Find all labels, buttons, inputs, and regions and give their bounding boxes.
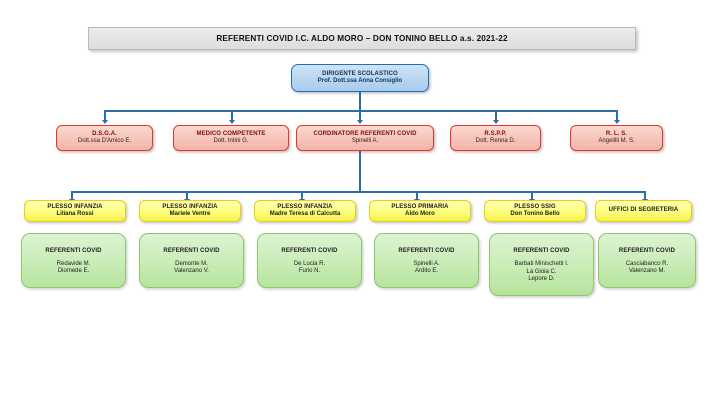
node-head: PLESSO INFANZIA [47, 203, 103, 210]
node-head: PLESSO INFANZIA [277, 203, 333, 210]
node-referenti-covid-uffici-segreteria[interactable]: REFERENTI COVID Casciabanco R. Valenzano… [598, 233, 696, 288]
node-names: Demonte M. Valenzano V. [174, 260, 209, 275]
node-plesso-infanzia-liliana-rossi[interactable]: PLESSO INFANZIA Liliana Rossi [24, 200, 126, 222]
node-dirigente-scolastico[interactable]: DIRIGENTE SCOLASTICO Prof. Dott.ssa Anna… [291, 64, 429, 92]
node-plesso-ssig-don-tonino-bello[interactable]: PLESSO SSIG Don Tonino Bello [484, 200, 586, 222]
node-sub: Madre Teresa di Calcutta [269, 211, 341, 217]
node-head: DIRIGENTE SCOLASTICO [322, 70, 398, 77]
node-sub: Prof. Dott.ssa Anna Consiglio [317, 78, 403, 84]
node-medico-competente[interactable]: MEDICO COMPETENTE Dott. Intini G. [173, 125, 289, 151]
connector-drop-rls [616, 110, 618, 121]
node-sub: Dott. Intini G. [213, 138, 249, 144]
node-rspp[interactable]: R.S.P.P. Dott. Renna D. [450, 125, 541, 151]
node-cordinatore-referenti-covid[interactable]: CORDINATORE REFERENTI COVID Spinelli A. [296, 125, 434, 151]
node-head: CORDINATORE REFERENTI COVID [313, 130, 417, 137]
node-head: PLESSO INFANZIA [162, 203, 218, 210]
connector-drop-dsga [104, 110, 106, 121]
connector-drop-uffici [644, 191, 646, 200]
connector-drop-plesso-4 [416, 191, 418, 200]
node-names: Spinelli A. Ardito E. [413, 260, 440, 275]
node-referenti-covid-aldo-moro[interactable]: REFERENTI COVID Spinelli A. Ardito E. [374, 233, 479, 288]
node-head: REFERENTI COVID [513, 248, 570, 255]
node-head: PLESSO PRIMARIA [391, 203, 449, 210]
connector-drop-medico [231, 110, 233, 121]
node-head: REFERENTI COVID [618, 247, 676, 254]
node-names: De Lucia R. Furio N. [293, 260, 326, 275]
node-head: REFERENTI COVID [398, 247, 455, 254]
arrow-rls [613, 120, 620, 124]
arrow-rspp [492, 120, 499, 124]
connector-level3-bus [71, 191, 644, 193]
node-referenti-covid-mariele-ventre[interactable]: REFERENTI COVID Demonte M. Valenzano V. [139, 233, 244, 288]
node-head: UFFICI DI SEGRETERIA [608, 207, 679, 214]
connector-drop-rspp [495, 110, 497, 121]
node-head: PLESSO SSIG [514, 203, 556, 210]
node-referenti-covid-madre-teresa[interactable]: REFERENTI COVID De Lucia R. Furio N. [257, 233, 362, 288]
node-uffici-di-segreteria[interactable]: UFFICI DI SEGRETERIA [595, 200, 692, 222]
node-head: MEDICO COMPETENTE [196, 130, 266, 137]
node-head: R. L. S. [605, 130, 628, 137]
node-rls[interactable]: R. L. S. Angelilli M. S. [570, 125, 663, 151]
chart-title-banner: REFERENTI COVID I.C. ALDO MORO – DON TON… [88, 27, 636, 50]
node-sub: Aldo Moro [405, 211, 435, 217]
connector-root-stem [359, 92, 361, 111]
connector-coordinatore-stem [359, 151, 361, 192]
node-plesso-infanzia-mariele-ventre[interactable]: PLESSO INFANZIA Mariele Ventre [139, 200, 241, 222]
arrow-medico [228, 120, 235, 124]
node-names: Barbati Minischetti I. La Gioia C. Lepor… [514, 261, 569, 282]
node-plesso-primaria-aldo-moro[interactable]: PLESSO PRIMARIA Aldo Moro [369, 200, 471, 222]
node-names: Redavide M. Diomede E. [56, 260, 91, 275]
node-sub: Spinelli A. [351, 138, 379, 144]
node-sub: Dott. Renna D. [475, 138, 516, 144]
node-head: R.S.P.P. [484, 130, 507, 137]
arrow-dsga [101, 120, 108, 124]
node-sub: Don Tonino Bello [510, 211, 560, 217]
node-sub: Angelilli M. S. [598, 138, 635, 144]
node-sub: Dott.ssa D'Amico E. [77, 138, 132, 144]
connector-drop-plesso-2 [186, 191, 188, 200]
node-sub: Liliana Rossi [56, 211, 94, 217]
node-names: Casciabanco R. Valenzano M. [625, 260, 669, 275]
node-head: D.S.G.A. [92, 130, 117, 137]
node-referenti-covid-don-tonino-bello[interactable]: REFERENTI COVID Barbati Minischetti I. L… [489, 233, 594, 296]
node-plesso-infanzia-madre-teresa[interactable]: PLESSO INFANZIA Madre Teresa di Calcutta [254, 200, 356, 222]
arrow-coordinatore [356, 120, 363, 124]
connector-drop-plesso-1 [71, 191, 73, 200]
node-head: REFERENTI COVID [163, 247, 220, 254]
page-title: REFERENTI COVID I.C. ALDO MORO – DON TON… [216, 34, 508, 43]
node-head: REFERENTI COVID [281, 247, 338, 254]
connector-drop-coordinatore [359, 110, 361, 121]
node-referenti-covid-liliana-rossi[interactable]: REFERENTI COVID Redavide M. Diomede E. [21, 233, 126, 288]
connector-drop-plesso-5 [531, 191, 533, 200]
node-head: REFERENTI COVID [45, 247, 102, 254]
connector-drop-plesso-3 [301, 191, 303, 200]
node-sub: Mariele Ventre [169, 211, 211, 217]
node-dsga[interactable]: D.S.G.A. Dott.ssa D'Amico E. [56, 125, 153, 151]
